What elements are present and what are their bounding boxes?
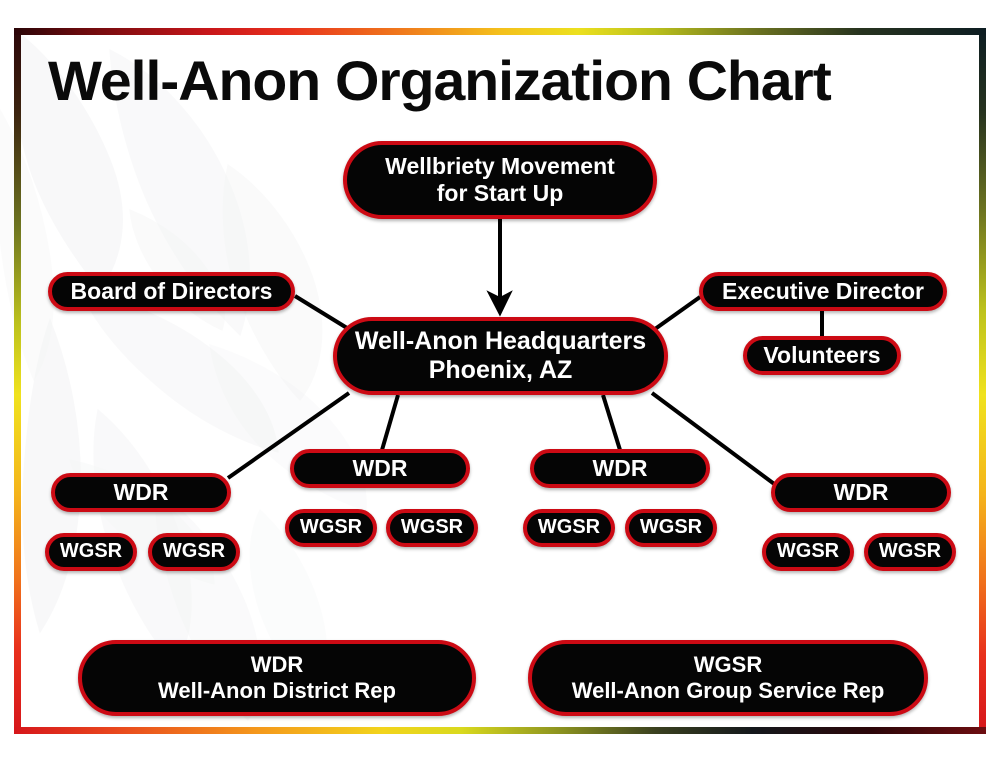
node-line-1: Well-Anon Headquarters [354,327,647,355]
legend-wdr[interactable]: WDR Well-Anon District Rep [78,640,476,716]
node-label: Board of Directors [70,278,273,305]
node-label: WGSR [59,540,123,563]
node-label: WGSR [400,516,464,539]
node-wgsr-3-1[interactable]: WGSR [523,509,615,547]
node-label: Executive Director [722,278,924,305]
node-label: WDR [592,455,648,482]
node-line-2: Phoenix, AZ [428,356,573,384]
node-wgsr-3-2[interactable]: WGSR [625,509,717,547]
node-label: WGSR [162,540,226,563]
node-line-1: Wellbriety Movement [385,153,615,180]
node-wdr-1[interactable]: WDR [51,473,231,512]
node-label: WGSR [639,516,703,539]
node-label: WDR [113,479,169,506]
node-wgsr-2-1[interactable]: WGSR [285,509,377,547]
node-wgsr-2-2[interactable]: WGSR [386,509,478,547]
node-wdr-2[interactable]: WDR [290,449,470,488]
node-headquarters[interactable]: Well-Anon Headquarters Phoenix, AZ [333,317,668,395]
node-wgsr-4-2[interactable]: WGSR [864,533,956,571]
node-label: WGSR [299,516,363,539]
legend-expansion: Well-Anon Group Service Rep [571,678,885,703]
node-volunteers[interactable]: Volunteers [743,336,901,375]
legend-wgsr[interactable]: WGSR Well-Anon Group Service Rep [528,640,928,716]
legend-abbr: WDR [250,652,304,678]
node-wellbriety-movement[interactable]: Wellbriety Movement for Start Up [343,141,657,219]
node-wdr-4[interactable]: WDR [771,473,951,512]
node-wgsr-4-1[interactable]: WGSR [762,533,854,571]
node-board-of-directors[interactable]: Board of Directors [48,272,295,311]
node-label: Volunteers [763,342,881,369]
node-label: WDR [352,455,408,482]
node-line-2: for Start Up [436,180,564,206]
node-wgsr-1-2[interactable]: WGSR [148,533,240,571]
node-label: WDR [833,479,889,506]
legend-abbr: WGSR [693,652,763,678]
page-title: Well-Anon Organization Chart [48,49,832,112]
node-label: WGSR [537,516,601,539]
node-wdr-3[interactable]: WDR [530,449,710,488]
node-executive-director[interactable]: Executive Director [699,272,947,311]
node-wgsr-1-1[interactable]: WGSR [45,533,137,571]
legend-expansion: Well-Anon District Rep [158,678,396,703]
node-label: WGSR [878,540,942,563]
node-label: WGSR [776,540,840,563]
